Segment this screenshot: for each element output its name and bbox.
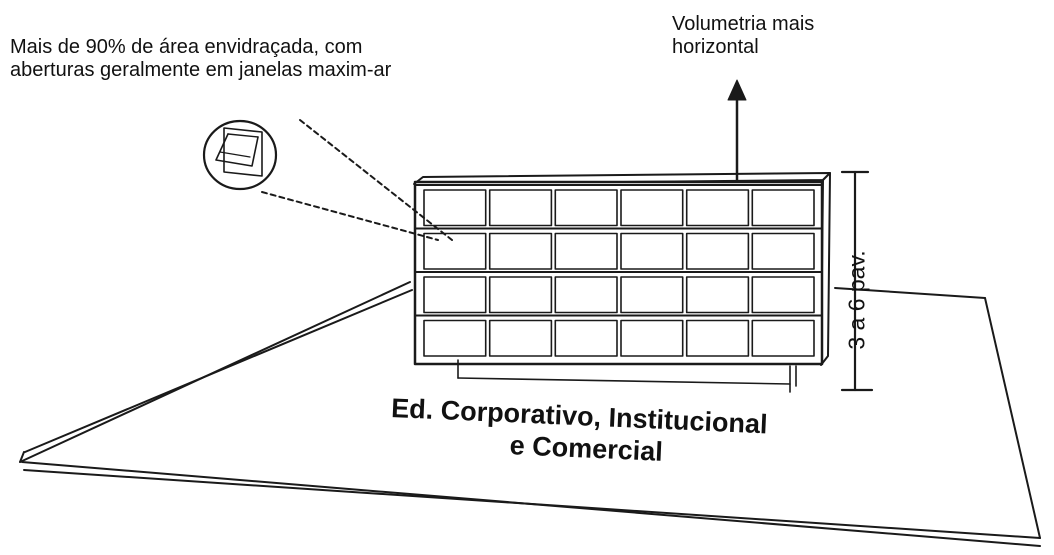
- leader-lines: [261, 119, 453, 241]
- window-pane: [423, 232, 487, 270]
- window-pane: [685, 319, 750, 357]
- window-pane: [620, 189, 684, 227]
- window-pane: [685, 232, 750, 270]
- volume-note: Volumetria mais horizontal: [672, 13, 814, 59]
- building: [413, 172, 831, 366]
- window-pane: [751, 189, 815, 227]
- window-pane: [423, 319, 487, 357]
- window-pane: [685, 189, 750, 227]
- window-pane: [751, 232, 815, 270]
- height-dimension: [840, 170, 874, 392]
- window-pane: [488, 319, 553, 357]
- ground-plane: [19, 281, 1041, 547]
- window-pane: [488, 276, 553, 314]
- window-pane: [620, 319, 684, 357]
- window-pane: [554, 232, 618, 270]
- window-pane: [554, 276, 618, 314]
- maxim-ar-window-icon: [202, 119, 278, 191]
- window-pane: [423, 276, 487, 314]
- glazing-note-line1: Mais de 90% de área envidraçada, com: [10, 36, 363, 58]
- glazing-note-line2: aberturas geralmente em janelas maxim-ar: [10, 59, 392, 81]
- window-grid: [415, 184, 822, 357]
- window-pane: [620, 276, 684, 314]
- volume-note-line2: horizontal: [672, 36, 759, 58]
- window-pane: [423, 189, 487, 227]
- glazing-note: Mais de 90% de área envidraçada, com abe…: [10, 36, 391, 82]
- window-pane: [488, 232, 553, 270]
- volume-note-line1: Volumetria mais: [672, 13, 815, 35]
- window-pane: [554, 319, 618, 357]
- up-arrow-icon: [727, 79, 747, 182]
- window-pane: [685, 276, 750, 314]
- window-pane: [554, 189, 618, 227]
- window-pane: [751, 276, 815, 314]
- window-pane: [620, 232, 684, 270]
- window-pane: [488, 189, 553, 227]
- window-pane: [751, 319, 815, 357]
- base-dimension: [457, 359, 797, 393]
- floors-label: 3 a 6 pav.: [843, 250, 870, 350]
